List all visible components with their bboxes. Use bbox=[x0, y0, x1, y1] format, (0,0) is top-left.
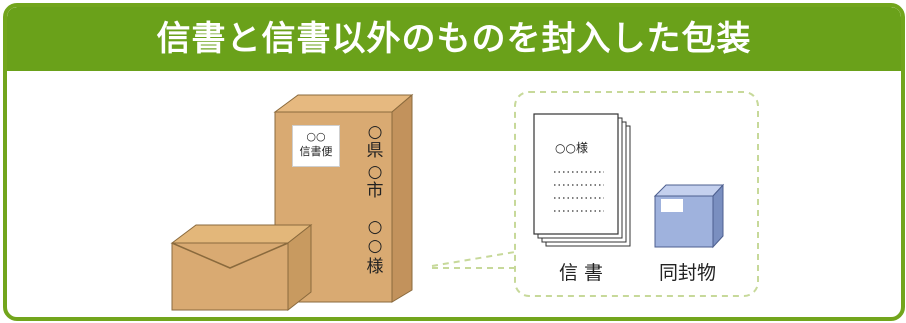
callout-connector bbox=[431, 251, 516, 267]
enclosure-label: 同封物 bbox=[659, 262, 717, 284]
callout-box bbox=[514, 91, 759, 297]
envelope-front bbox=[171, 242, 289, 311]
letter-label: 信 書 bbox=[559, 262, 604, 284]
parcel-side bbox=[391, 93, 413, 303]
address-char: 様 bbox=[366, 257, 384, 277]
enclosure-box bbox=[653, 183, 725, 249]
letter-addressee: ○○様 bbox=[555, 141, 588, 155]
sticker-line2: 信書便 bbox=[299, 145, 333, 158]
address-char: ○ bbox=[367, 162, 383, 182]
letter-stack: ○○様 bbox=[533, 113, 631, 247]
address-char: ○ bbox=[367, 122, 383, 142]
shipping-sticker: ○○ 信書便 bbox=[292, 125, 340, 167]
envelope-flap bbox=[171, 242, 289, 269]
enclosure-top bbox=[653, 184, 725, 197]
letter-page bbox=[533, 113, 619, 235]
address-char: 県 bbox=[366, 141, 384, 161]
page-title: 信書と信書以外のものを封入した包装 bbox=[156, 19, 752, 59]
address-char: ○ bbox=[367, 236, 383, 256]
address-char: ○ bbox=[367, 217, 383, 237]
address-char: 市 bbox=[366, 181, 384, 201]
envelope bbox=[170, 223, 313, 312]
callout bbox=[431, 91, 759, 297]
title-bar: 信書と信書以外のものを封入した包装 bbox=[7, 7, 901, 71]
letter-dotted-lines bbox=[554, 171, 604, 212]
envelope-back bbox=[170, 224, 313, 244]
enclosure-side bbox=[712, 183, 724, 249]
sticker-line1: ○○ bbox=[306, 130, 326, 143]
parcel-top bbox=[273, 94, 414, 113]
enclosure-label-patch bbox=[661, 199, 683, 212]
